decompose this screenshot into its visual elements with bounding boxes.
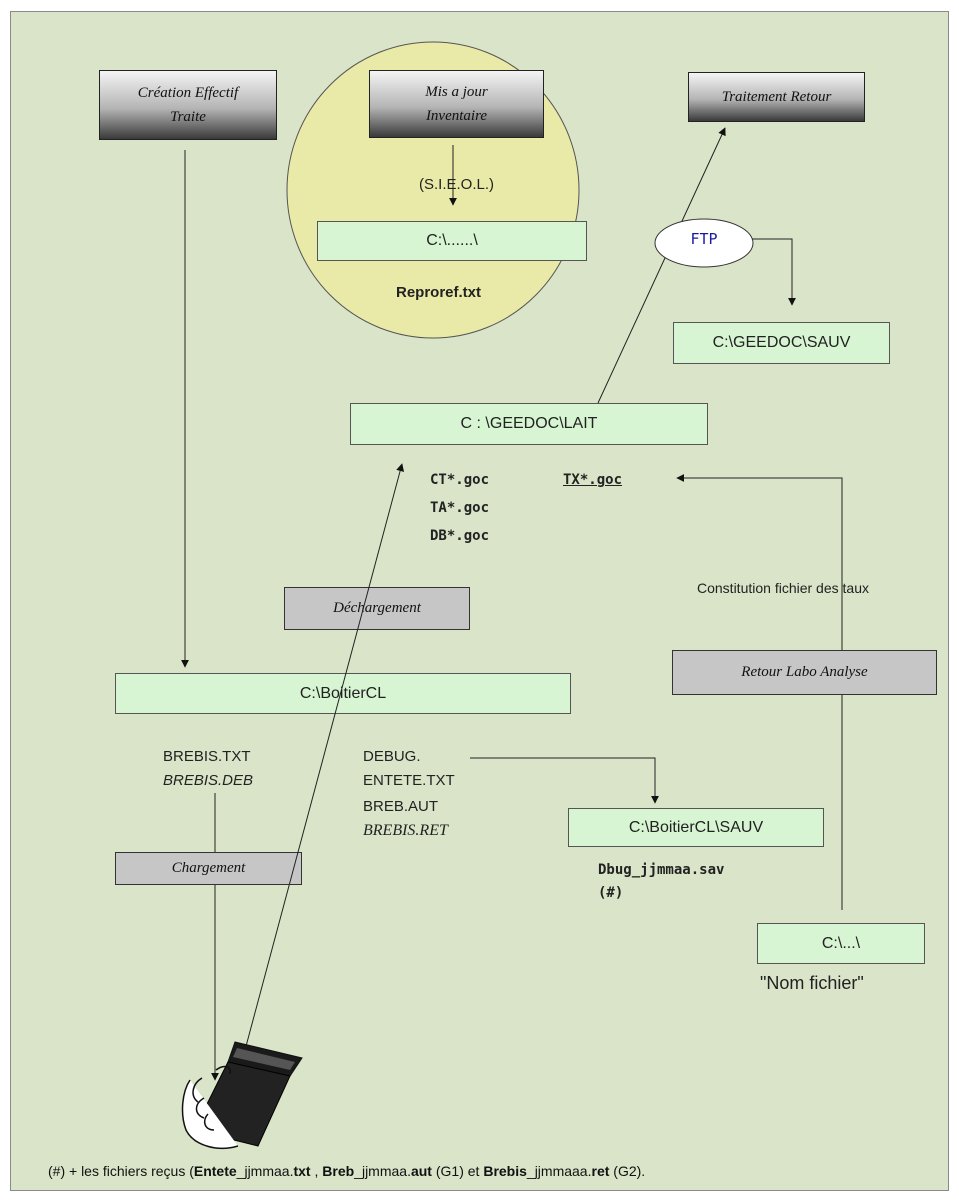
ta-goc-label: TA*.goc — [430, 500, 490, 516]
dechargement-box[interactable]: Déchargement — [284, 587, 470, 630]
geedoc-lait-box[interactable]: C : \GEEDOC\LAIT — [350, 403, 708, 445]
handheld-scanner-icon — [181, 1041, 303, 1150]
ftp-label[interactable]: FTP — [690, 230, 718, 248]
ftp-ellipse[interactable] — [654, 218, 754, 268]
tx-goc-label: TX*.goc — [563, 472, 623, 488]
arrow-lait-to-traitement — [597, 127, 726, 404]
footnote: (#) + les fichiers reçus (Entete_jjmmaa.… — [48, 1163, 646, 1179]
reproref-label: Reproref.txt — [396, 284, 482, 301]
breb-aut-label: BREB.AUT — [363, 798, 439, 815]
db-goc-label: DB*.goc — [430, 528, 490, 544]
ct-goc-label: CT*.goc — [430, 472, 490, 488]
traitement-retour-box[interactable]: Traitement Retour — [688, 72, 865, 122]
mis-a-jour-inventaire-box[interactable]: Mis a jour Inventaire — [369, 70, 544, 138]
arrow-ftp-to-sauv — [752, 238, 796, 306]
boitier-cl-box[interactable]: C:\BoitierCL — [115, 673, 571, 714]
arrow-retour-to-tx — [676, 474, 843, 650]
brebis-deb-label: BREBIS.DEB — [163, 772, 254, 789]
constitution-label: Constitution fichier des taux — [697, 580, 869, 596]
geedoc-sauv-box[interactable]: C:\GEEDOC\SAUV — [673, 322, 890, 364]
chargement-box[interactable]: Chargement — [115, 852, 302, 885]
sieol-label: (S.I.E.O.L.) — [419, 176, 495, 193]
debug-label: DEBUG. — [363, 748, 421, 765]
brebis-txt-label: BREBIS.TXT — [163, 748, 251, 765]
brebis-ret-label: BREBIS.RET — [363, 822, 448, 839]
boitier-cl-sauv-box[interactable]: C:\BoitierCL\SAUV — [568, 808, 824, 847]
dbug-sav-label: Dbug_jjmmaa.sav — [598, 862, 725, 878]
nom-fichier-label: "Nom fichier" — [760, 973, 864, 993]
arrow-scanner-to-lait — [244, 463, 405, 1051]
hash-label: (#) — [598, 885, 624, 901]
path-c-small-box[interactable]: C:\...\ — [757, 923, 925, 964]
entete-label: ENTETE.TXT — [363, 772, 455, 789]
retour-labo-analyse-box[interactable]: Retour Labo Analyse — [672, 650, 937, 695]
creation-effectif-box[interactable]: Création Effectif Traite — [99, 70, 277, 140]
path-c-dots-box[interactable]: C:\......\ — [317, 221, 587, 261]
arrow-debug-to-sauv — [470, 757, 659, 804]
